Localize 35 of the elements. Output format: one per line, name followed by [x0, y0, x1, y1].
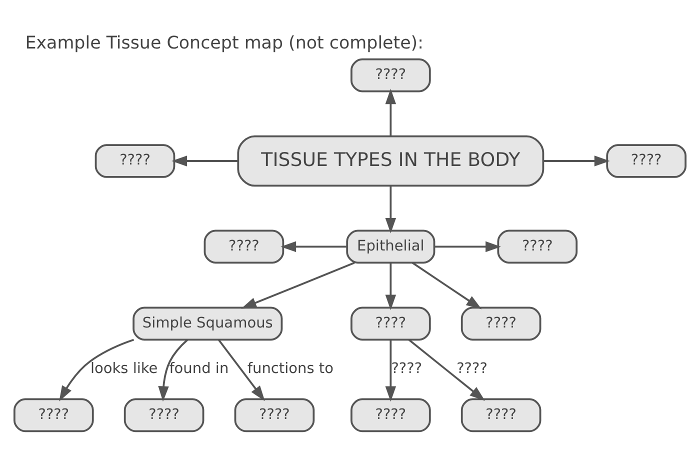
arrow — [172, 155, 238, 166]
node-box: ???? — [234, 398, 315, 432]
edge-label: ???? — [391, 360, 422, 377]
node-box: ???? — [204, 229, 284, 264]
node-box: ???? — [14, 398, 94, 432]
arrow — [434, 240, 501, 252]
arrow — [385, 339, 396, 402]
node-box: ???? — [124, 398, 204, 432]
node-box: ???? — [460, 306, 542, 340]
node-box: TISSUE TYPES IN THE BODY — [237, 134, 544, 186]
edge-label: looks like — [90, 360, 158, 377]
arrow — [385, 262, 396, 310]
arrow — [218, 338, 265, 401]
arrow — [241, 261, 355, 308]
diagram-title: Example Tissue Concept map (not complete): — [25, 33, 424, 54]
node-box: ???? — [350, 398, 431, 432]
node-box: ???? — [606, 144, 686, 178]
node-box: ???? — [350, 58, 431, 92]
node-box: Epithelial — [346, 229, 436, 264]
edge-label: found in — [169, 360, 229, 377]
edge-label: functions to — [247, 360, 334, 377]
node-box: ???? — [350, 306, 431, 340]
arrow — [385, 185, 396, 233]
node-box: Simple Squamous — [132, 306, 283, 340]
node-box: ???? — [460, 398, 542, 432]
node-box: ???? — [497, 229, 578, 264]
arrow — [158, 338, 188, 402]
arrow — [280, 240, 347, 252]
arrow — [408, 338, 486, 400]
edge-label: ???? — [456, 360, 488, 377]
arrow — [412, 262, 482, 309]
node-box: ???? — [94, 144, 176, 178]
arrow — [543, 155, 610, 166]
arrow — [385, 88, 396, 136]
arrow — [59, 338, 134, 401]
